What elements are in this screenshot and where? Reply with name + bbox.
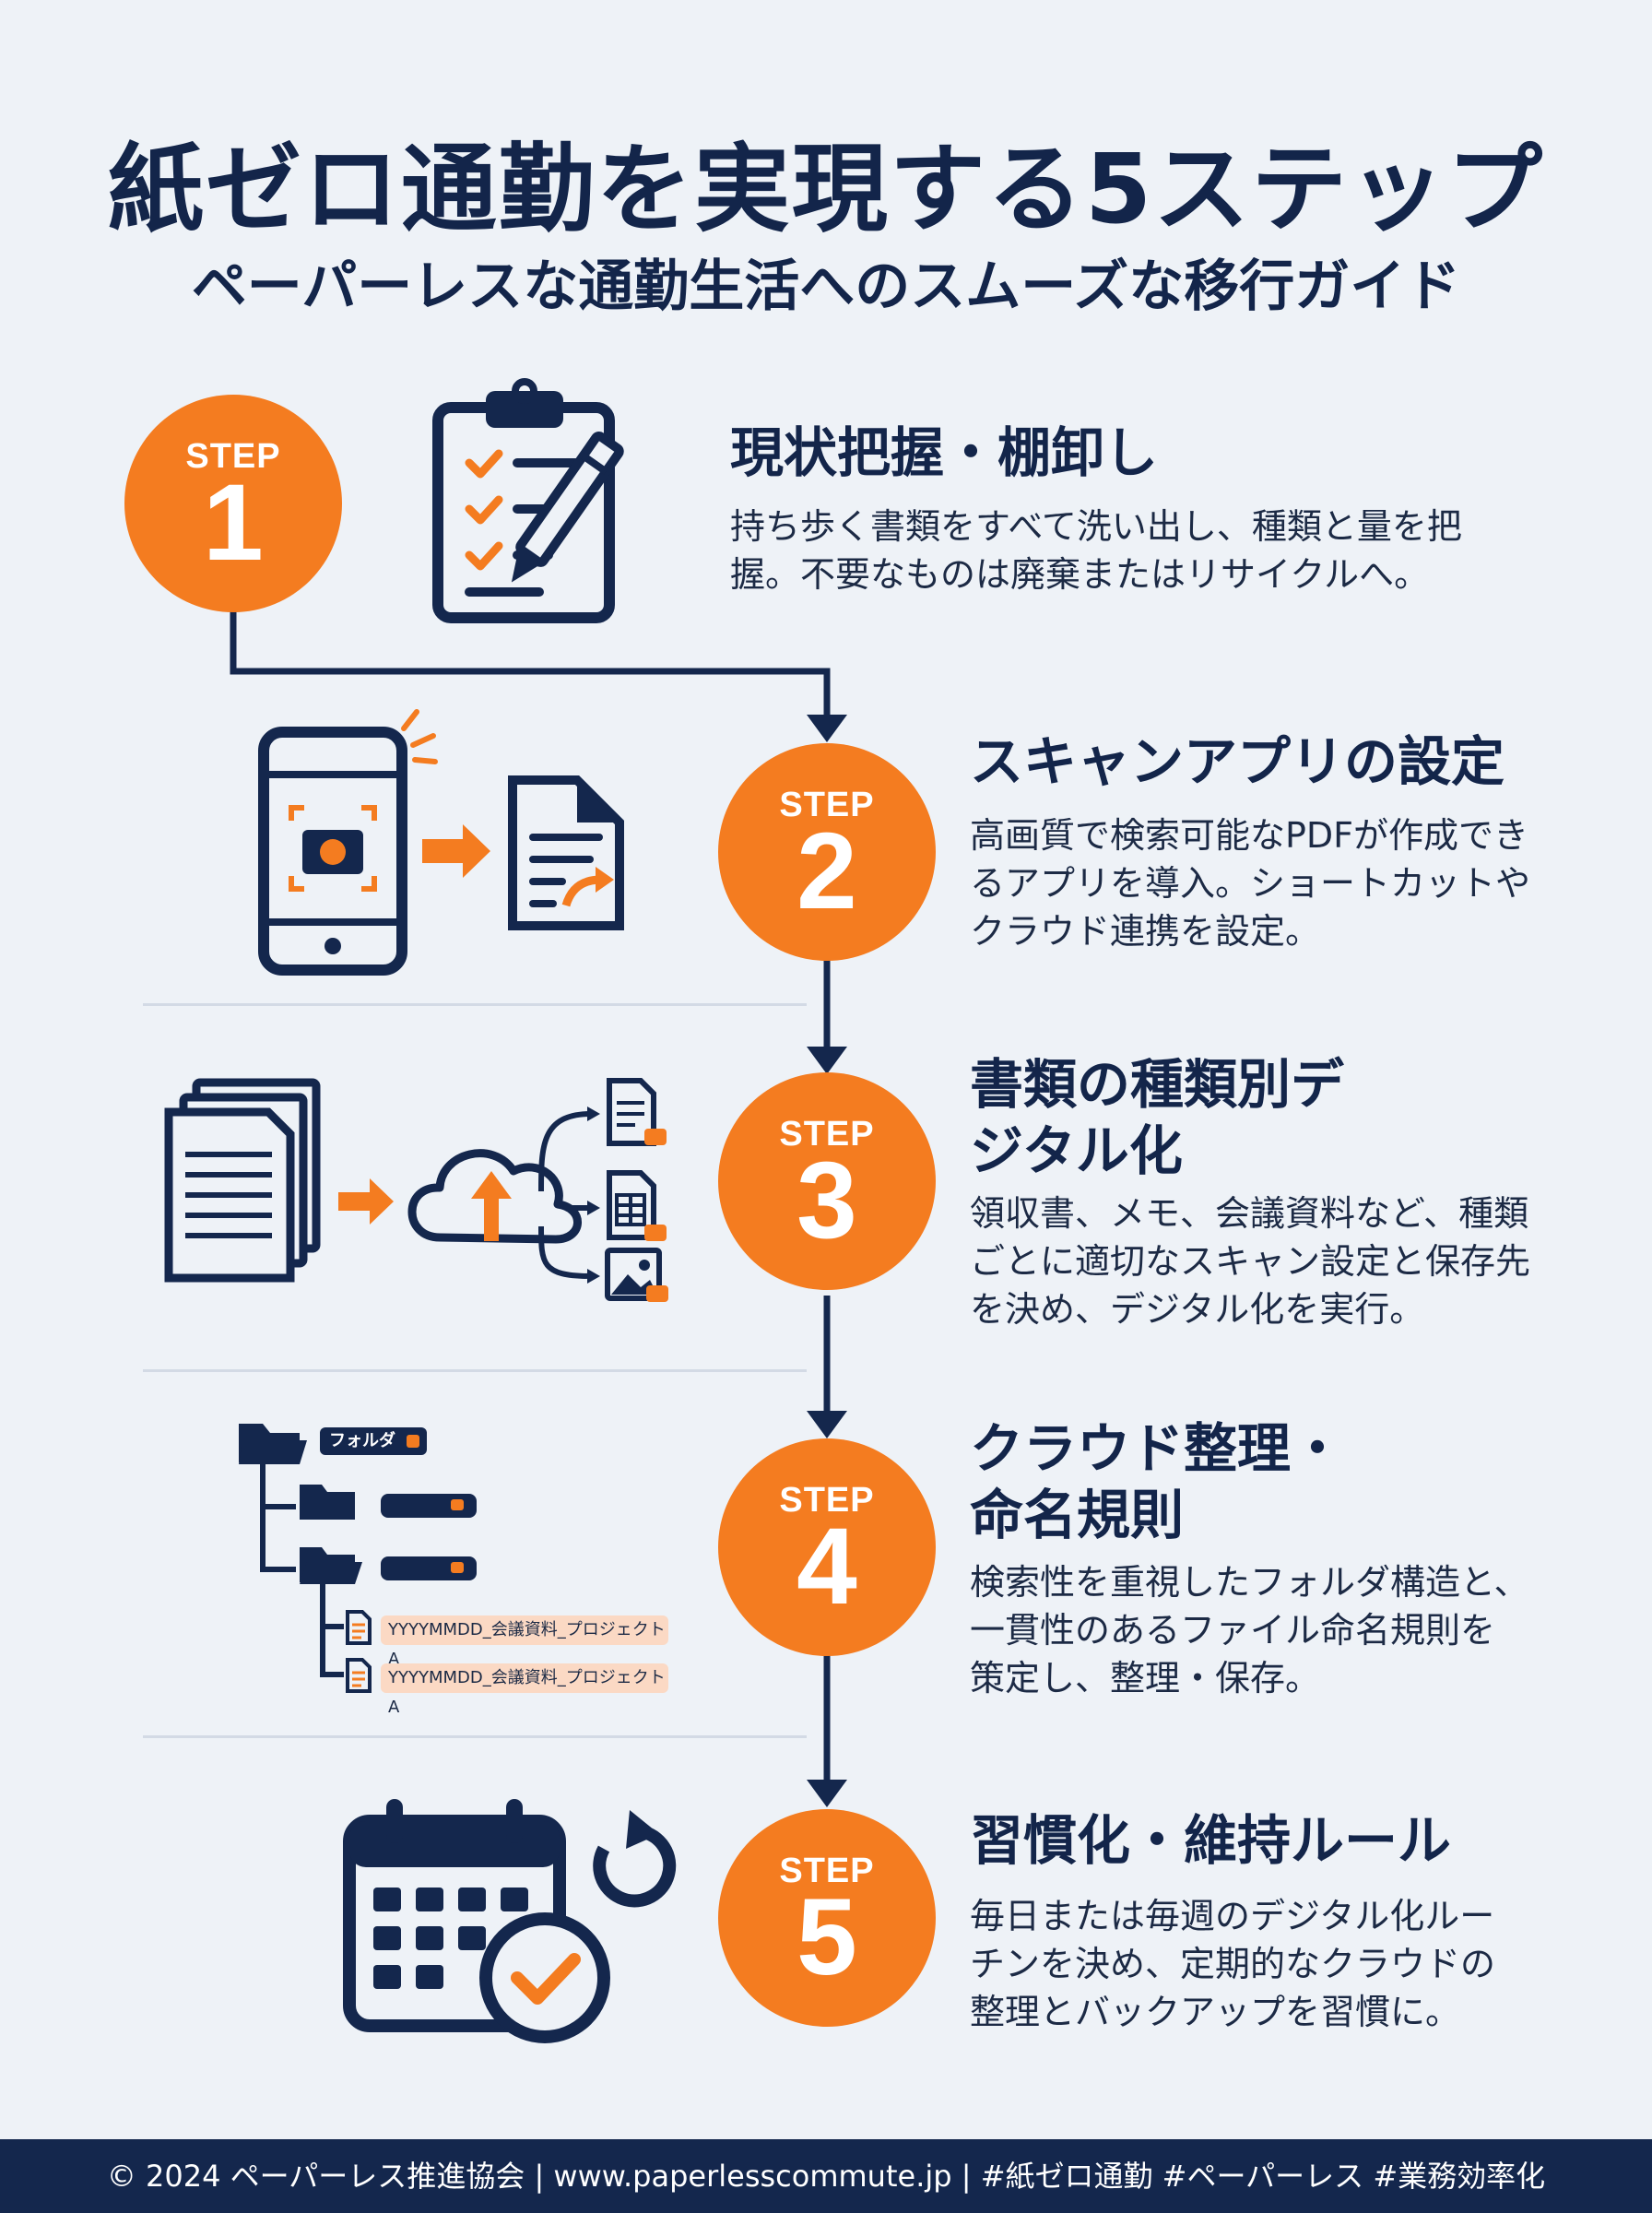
clipboard-checklist-icon — [432, 378, 624, 623]
arrow-head-3 — [807, 1411, 847, 1438]
step-title-2: スキャンアプリの設定 — [970, 730, 1505, 793]
step-label: STEP — [779, 1481, 875, 1520]
step-description-2: 高画質で検索可能なPDFが作成でき るアプリを導入。ショートカットや クラウド連… — [970, 815, 1531, 952]
page-title: 紙ゼロ通勤を実現する5ステップ — [107, 133, 1545, 245]
step-title-4: クラウド整理・ 命名規則 — [970, 1417, 1345, 1546]
file-name-tag: YYYYMMDD_会議資料_プロジェクトA — [381, 1663, 668, 1717]
step-badge-5: STEP 5 — [718, 1809, 936, 2027]
arrow-head-1 — [807, 715, 847, 742]
step-label: STEP — [779, 1852, 875, 1890]
smartphone-scan-icon — [258, 709, 624, 976]
folder-tag: フォルダ — [320, 1427, 427, 1455]
step-badge-2: STEP 2 — [718, 743, 936, 961]
step-title-5: 習慣化・維持ルール — [970, 1809, 1452, 1872]
arrow-head-4 — [807, 1780, 847, 1807]
arrow-head-2 — [807, 1047, 847, 1074]
folder-tree-icon: フォルダ YYYYMMDD_会議資料_プロジェクトA YYYYMMDD_会議資料… — [235, 1411, 696, 1717]
step-description-5: 毎日または毎週のデジタル化ルー チンを決め、定期的なクラウドの 整理とバックアッ… — [970, 1896, 1496, 2032]
step-label: STEP — [779, 1115, 875, 1154]
step-title-1: 現状把握・棚卸し — [730, 421, 1159, 484]
step-badge-1: STEP 1 — [124, 395, 342, 612]
step-number: 2 — [796, 811, 857, 932]
flow-connector — [230, 609, 847, 1807]
footer-bar: © 2024 ペーパーレス推進協会 | www.paperlesscommute… — [0, 2139, 1652, 2213]
step-number: 3 — [796, 1140, 857, 1261]
step-badge-4: STEP 4 — [718, 1438, 936, 1656]
step-number: 1 — [203, 462, 264, 584]
step-number: 4 — [796, 1506, 857, 1627]
step-label: STEP — [185, 437, 281, 476]
step-title-3: 書類の種類別デ ジタル化 — [970, 1053, 1345, 1182]
step-description-3: 領収書、メモ、会議資料など、種類 ごとに適切なスキャン設定と保存先 を決め、デジ… — [970, 1193, 1531, 1330]
step-label: STEP — [779, 786, 875, 824]
tag-icon — [407, 1435, 419, 1448]
step-number: 5 — [796, 1876, 857, 1998]
step-description-4: 検索性を重視したフォルダ構造と、 一貫性のあるファイル命名規則を 策定し、整理・… — [970, 1562, 1529, 1698]
page-subtitle: ペーパーレスな通勤生活へのスムーズな移行ガイド — [191, 254, 1461, 319]
calendar-refresh-icon — [343, 1799, 677, 2043]
section-divider — [143, 1735, 807, 1738]
folder-tree-lines — [239, 1424, 477, 1693]
section-divider — [143, 1003, 807, 1006]
cloud-upload-icon — [164, 1078, 668, 1302]
file-name-tag: YYYYMMDD_会議資料_プロジェクトA — [381, 1615, 668, 1669]
step-description-1: 持ち歩く書類をすべて洗い出し、種類と量を把 握。不要なものは廃棄またはリサイクル… — [730, 506, 1462, 595]
section-divider — [143, 1369, 807, 1372]
step-badge-3: STEP 3 — [718, 1072, 936, 1290]
